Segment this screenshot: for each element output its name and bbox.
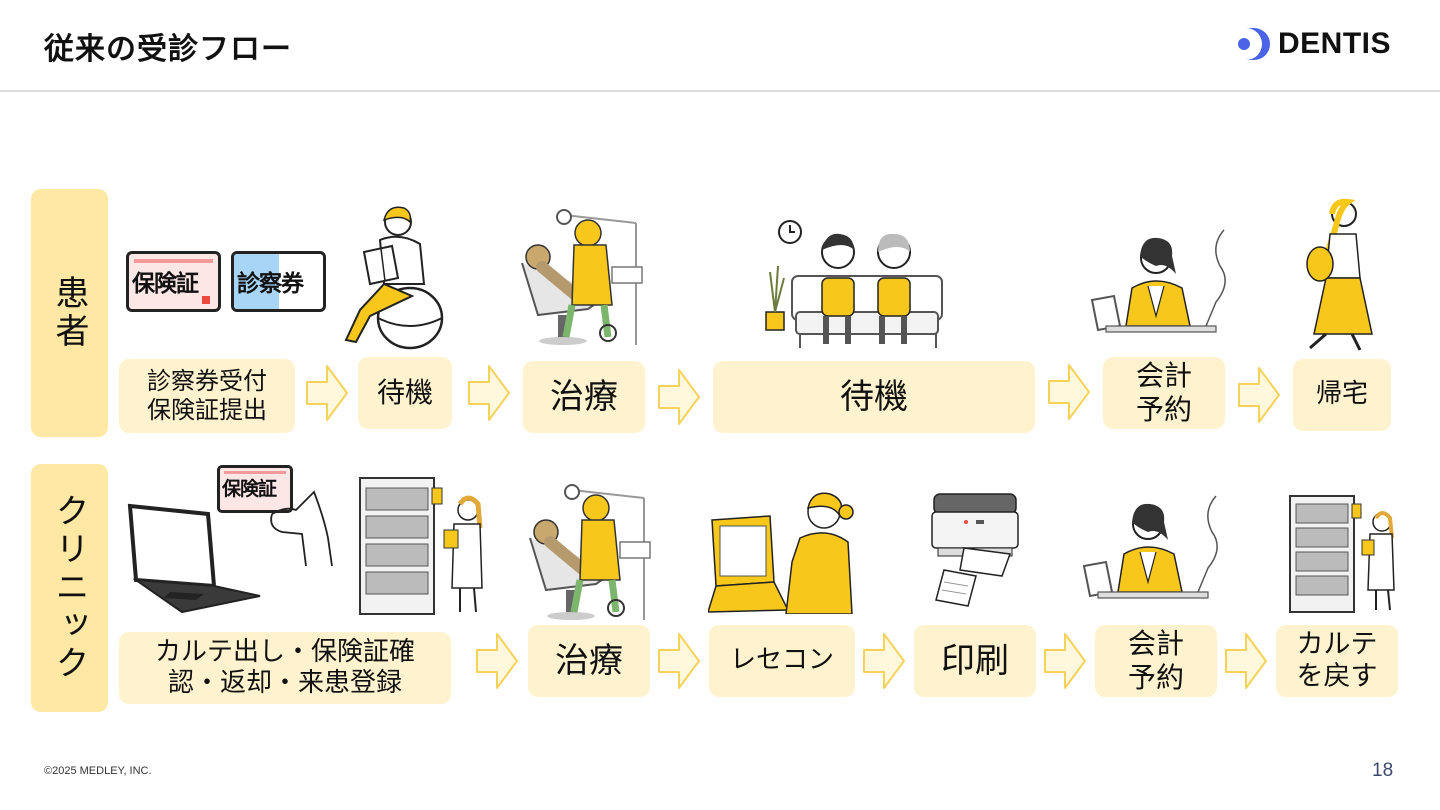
patient-step-wait-1: 待機	[358, 357, 452, 429]
row-label-clinic: クリニック	[31, 464, 108, 712]
reception-payment-illustration	[1078, 492, 1238, 614]
arrow-right-icon	[305, 363, 349, 423]
dental-treatment-illustration	[516, 480, 656, 622]
clinic-step-chart-prep: カルテ出し・保険証確 認・返却・来患登録	[119, 632, 451, 704]
clinic-step-print: 印刷	[914, 625, 1036, 697]
patient-step-home: 帰宅	[1293, 359, 1391, 431]
reception-payment-illustration	[1086, 226, 1246, 348]
patient-step-checkin: 診察券受付 保険証提出	[119, 359, 295, 433]
arrow-right-icon	[467, 363, 511, 423]
patient-step-wait-2: 待機	[713, 361, 1035, 433]
chart-shelf-illustration	[1286, 492, 1398, 616]
insurance-card-text: 保険証	[132, 264, 198, 298]
consultation-card-text: 診察券	[237, 264, 303, 298]
arrow-right-icon	[1237, 365, 1281, 425]
row-label-clinic-text: クリニック	[45, 493, 94, 683]
patient-step-payment: 会計 予約	[1103, 357, 1225, 429]
page-number: 18	[1372, 760, 1393, 782]
woman-going-home-illustration	[1296, 198, 1380, 354]
dentis-logo-icon	[1236, 26, 1274, 62]
chart-shelf-illustration	[356, 474, 486, 618]
dental-treatment-illustration	[508, 205, 648, 347]
row-label-patient: 患者	[31, 189, 108, 437]
arrow-right-icon	[657, 367, 701, 427]
hand-icon	[262, 488, 334, 568]
arrow-right-icon	[657, 631, 701, 691]
arrow-right-icon	[1047, 362, 1091, 422]
arrow-right-icon	[1043, 631, 1087, 691]
clinic-step-rececon: レセコン	[709, 625, 855, 697]
arrow-right-icon	[1224, 631, 1268, 691]
page-title: 従来の受診フロー	[44, 24, 292, 68]
arrow-right-icon	[862, 631, 906, 691]
clinic-step-payment: 会計 予約	[1095, 625, 1217, 697]
insurance-card-illustration: 保険証	[126, 251, 221, 312]
row-label-patient-text: 患者	[45, 275, 94, 351]
printer-illustration	[930, 490, 1022, 608]
consultation-card-illustration: 診察券	[231, 251, 326, 312]
logo-text: DENTIS	[1278, 27, 1391, 61]
man-reading-illustration	[340, 200, 450, 352]
clinic-step-return-chart: カルテ を戻す	[1276, 625, 1398, 697]
slide-header: 従来の受診フロー DENTIS	[0, 0, 1440, 92]
copyright-text: ©2025 MEDLEY, INC.	[44, 765, 152, 777]
clinic-step-treatment: 治療	[528, 625, 650, 697]
dentis-logo: DENTIS	[1236, 26, 1406, 62]
arrow-right-icon	[475, 631, 519, 691]
staff-computer-illustration	[708, 486, 854, 614]
waiting-room-illustration	[760, 212, 950, 354]
laptop-illustration	[124, 500, 264, 618]
patient-step-treatment: 治療	[523, 361, 645, 433]
